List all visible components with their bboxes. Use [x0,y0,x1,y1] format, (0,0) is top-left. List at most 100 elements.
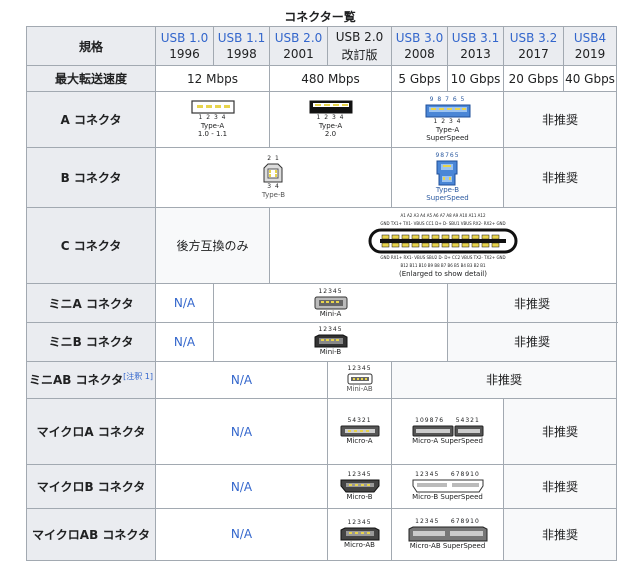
row-label: ミニA コネクタ [26,283,156,323]
micro-a-superspeed-connector-icon [412,425,483,437]
pin-numbers: 3 4 [267,182,280,190]
row-label: B コネクタ [26,146,156,208]
pin-numbers-group: 109876 54321 [412,417,484,425]
figure-caption: Type-B [261,190,286,199]
speed-value: 20 Gbps [503,65,564,93]
mini-b-connector-icon [314,334,347,348]
na-link[interactable]: N/A [155,464,328,509]
speed-value: 10 Gbps [447,65,504,93]
version-link[interactable]: USB 3.2 [509,31,558,46]
signal-names: GND TX1+ TX1- VBUS CC1 D+ D- SBU1 VBUS R… [380,221,506,227]
pin-numbers: 12345 [347,518,372,526]
pin-numbers: 9 8 7 6 5 [429,96,466,103]
type-a-2-connector-figure: 1 2 3 4 Type-A 2.0 [309,100,353,138]
pin-numbers: 12345 [415,517,440,525]
micro-b-superspeed-connector-icon [412,479,483,493]
version-link[interactable]: USB4 [573,31,607,46]
version-year: 1996 [169,47,200,62]
row-label: マイクロAB コネクタ [26,507,156,562]
pin-numbers: 54321 [347,417,372,425]
row-label: C コネクタ [26,206,156,285]
micro-a-superspeed-connector-figure: 109876 54321 Micro-A SuperSpeed [412,417,484,445]
deprecated-cell: 非推奨 [503,507,617,562]
pin-numbers: 12345 [415,471,440,478]
row-mini-b-connector: ミニB コネクタ N/A 12345 Mini-B 非推奨 [26,321,617,362]
pin-numbers-group: 12345 678910 [408,518,488,526]
version-year: 2001 [283,47,314,62]
na-link[interactable]: N/A [155,507,328,562]
na-link[interactable]: N/A [155,360,328,400]
version-year: 2019 [574,47,606,62]
na-link[interactable]: N/A [155,321,214,362]
pin-numbers: B12 B11 B10 B9 B8 B7 B6 B5 B4 B3 B2 B1 [400,263,486,269]
pin-numbers: 109876 [415,417,445,425]
figure-cell: 12345 Mini-A [213,283,448,323]
figure-cell: 1 2 3 4 Type-A 2.0 [269,91,392,148]
figure-caption: Micro-A SuperSpeed [412,437,483,446]
figure-caption: Type-A [318,122,343,130]
version-link[interactable]: USB 1.1 [217,31,266,46]
header-spec: 規格 [26,25,156,67]
micro-ab-superspeed-connector-figure: 12345 678910 Micro-AB SuperSpeed [408,518,488,550]
micro-b-superspeed-connector-figure: 12345 678910 Micro-B SuperSpeed [412,471,484,501]
pin-numbers: 54321 [455,417,480,425]
figure-caption: 1.0 - 1.1 [197,130,228,138]
version-link[interactable]: USB 3.0 [395,31,444,46]
version-year: 1998 [226,47,257,62]
version-year: 2017 [518,47,549,62]
micro-b-connector-figure: 12345 Micro-B [340,471,380,501]
figure-cell: 9 8 7 6 5 1 2 3 4 Type-A SuperSpeed [391,91,504,148]
figure-caption: Type-B [435,185,460,194]
type-a-connector-figure: 1 2 3 4 Type-A 1.0 - 1.1 [190,100,235,138]
pin-numbers: 98765 [435,151,460,159]
row-a-connector: A コネクタ 1 2 3 4 Type-A 1.0 - 1.1 1 2 3 4 … [26,91,617,148]
row-label-text: ミニAB コネクタ [28,373,124,388]
pin-numbers: 1 2 3 4 [433,118,462,125]
pin-numbers: 1 2 3 4 [198,114,227,121]
figure-cell: 98765 Type-B SuperSpeed [391,146,504,208]
deprecated-cell: 非推奨 [391,360,617,400]
version-link[interactable]: USB 1.0 [160,31,209,46]
speed-value: 12 Mbps [155,65,270,93]
type-a-superspeed-connector-figure: 9 8 7 6 5 1 2 3 4 Type-A SuperSpeed [425,96,471,142]
micro-a-connector-figure: 54321 Micro-A [340,417,380,445]
figure-caption: SuperSpeed [426,134,469,142]
deprecated-cell: 非推奨 [503,464,617,509]
version-link[interactable]: USB 3.1 [451,31,500,46]
row-b-connector: B コネクタ 2 1 3 4 Type-B 98765 Type-B Super… [26,146,617,208]
type-a-connector-icon [190,100,235,114]
figure-cell: 109876 54321 Micro-A SuperSpeed [391,398,504,466]
speed-value: 40 Gbps [563,65,617,93]
speed-value: 5 Gbps [391,65,448,93]
figure-caption: Mini-B [319,348,342,357]
figure-caption: Type-A [435,126,460,134]
row-c-connector: C コネクタ 後方互換のみ A1 A2 A3 A4 A5 A6 A7 A8 A9… [26,206,617,285]
figure-cell: 12345 678910 Micro-B SuperSpeed [391,464,504,509]
pin-numbers: 2 1 [267,154,280,162]
version-year: 2008 [404,47,435,62]
na-link[interactable]: N/A [155,398,328,466]
micro-a-connector-icon [340,425,379,437]
mini-b-connector-figure: 12345 Mini-B [314,326,348,356]
figure-caption: SuperSpeed [426,193,469,202]
figure-caption: Micro-B [346,493,373,501]
type-c-connector-figure: A1 A2 A3 A4 A5 A6 A7 A8 A9 A10 A11 A12 G… [368,212,518,278]
figure-cell: 12345 Micro-B [327,464,392,509]
micro-b-connector-icon [340,479,379,493]
version-link[interactable]: USB 2.0 [274,31,323,46]
figure-caption: Mini-A [319,309,342,318]
row-micro-b-connector: マイクロB コネクタ N/A 12345 Micro-B 12345 67891… [26,464,617,509]
na-link[interactable]: N/A [155,283,214,323]
footnote-link[interactable]: [注釈 1] [123,372,153,382]
pin-numbers: 12345 [347,365,372,373]
mini-a-connector-figure: 12345 Mini-A [314,288,348,318]
deprecated-cell: 非推奨 [503,398,617,466]
figure-caption: Micro-A [346,437,373,446]
figure-cell: 12345 Mini-AB [327,360,392,400]
